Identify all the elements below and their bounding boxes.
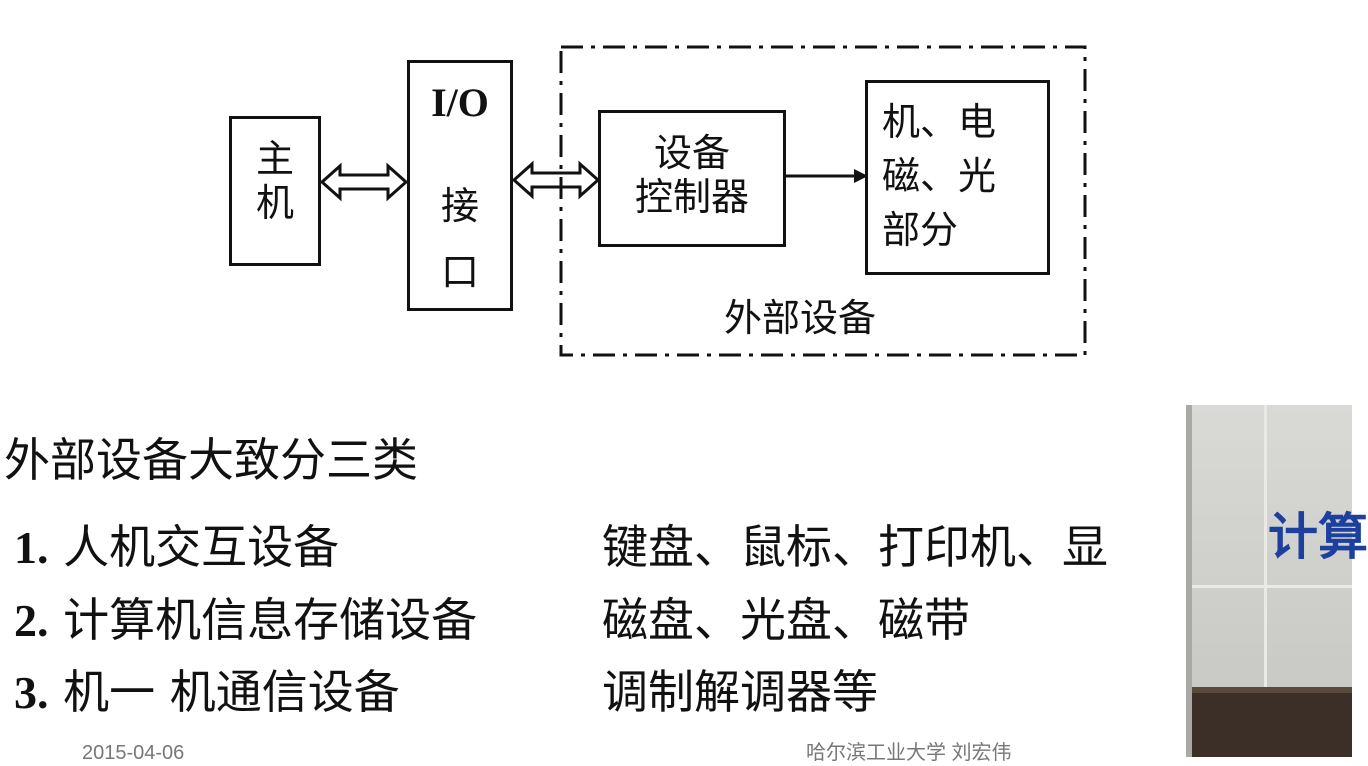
- lecture-video-thumbnail: 计算: [1186, 405, 1368, 757]
- item-number: 3.: [14, 667, 49, 718]
- mechanical-parts-box: 机、电 磁、光 部分: [865, 80, 1050, 275]
- list-item-examples: 键盘、鼠标、打印机、显: [602, 520, 1108, 574]
- video-frame-edge: [1186, 405, 1192, 757]
- footer-date: 2015-04-06: [82, 742, 185, 764]
- item-name: 机一 机通信设备: [63, 665, 400, 719]
- video-desk-edge: [1186, 687, 1352, 693]
- controller-label: 设备 控制器: [634, 131, 749, 219]
- io-subtitle: 接 口: [440, 184, 479, 294]
- external-device-label: 外部设备: [724, 296, 877, 340]
- item-name: 计算机信息存储设备: [63, 593, 478, 647]
- list-item-examples: 磁盘、光盘、磁带: [602, 593, 970, 647]
- external-device-boundary: [559, 45, 1087, 357]
- item-number: 1.: [14, 522, 49, 573]
- footer-author: 哈尔滨工业大学 刘宏伟: [806, 742, 1012, 764]
- list-item: 3. 机一 机通信设备: [14, 656, 400, 722]
- video-wall-seam: [1186, 585, 1352, 588]
- io-title: I/O: [431, 80, 489, 125]
- parts-label: 机、电 磁、光 部分: [882, 100, 997, 252]
- video-desk: [1186, 687, 1352, 757]
- list-item: 2. 计算机信息存储设备: [14, 584, 477, 650]
- list-item-examples: 调制解调器等: [602, 665, 878, 719]
- item-name: 人机交互设备: [63, 520, 340, 574]
- device-controller-box: 设备 控制器: [598, 110, 786, 247]
- list-item: 1. 人机交互设备: [14, 511, 339, 577]
- item-number: 2.: [14, 595, 49, 646]
- host-label: 主 机: [255, 137, 294, 225]
- io-interface-box: I/O 接 口: [407, 60, 513, 311]
- double-arrow-host-io: [319, 162, 409, 202]
- category-heading: 外部设备大致分三类: [4, 433, 418, 487]
- video-wall: [1186, 405, 1352, 687]
- video-banner-text: 计算: [1268, 509, 1368, 565]
- host-box: 主 机: [229, 116, 321, 266]
- arrow-controller-parts: [784, 169, 868, 183]
- video-wall-seam: [1264, 405, 1267, 687]
